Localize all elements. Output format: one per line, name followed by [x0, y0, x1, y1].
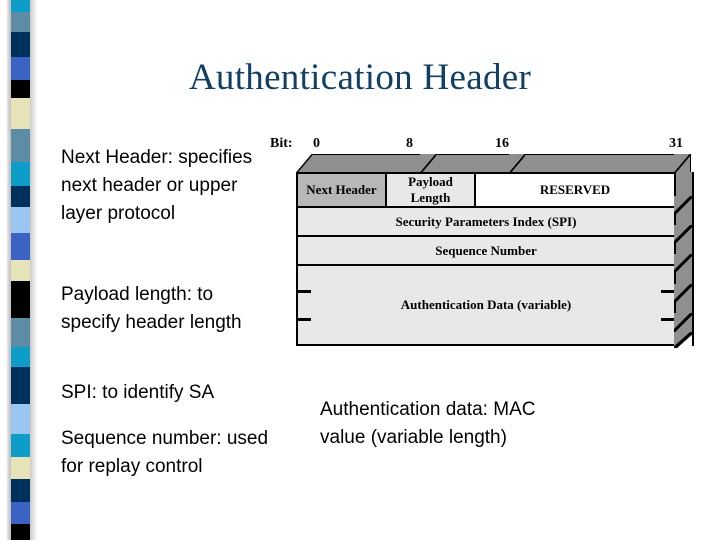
- sidebar-band-4: [11, 79, 30, 99]
- bullet-authentication-data: Authentication data: MAC value (variable…: [320, 399, 536, 448]
- top-bevel-notch-8: [420, 154, 436, 173]
- diagram-front-face: Next Header Payload Length RESERVED Secu…: [296, 172, 676, 346]
- decorative-sidebar-strip: [0, 0, 40, 540]
- bullet-payload-length: Payload length: to specify header length: [61, 284, 242, 333]
- diagram-row-word-2: Security Parameters Index (SPI): [298, 208, 674, 237]
- sidebar-band-19: [11, 479, 30, 503]
- sidebar-band-6: [11, 129, 30, 162]
- bullet-spi: SPI: to identify SA: [61, 382, 215, 403]
- bit-tick-16: 16: [495, 136, 509, 151]
- diagram-top-bevel: [296, 154, 691, 173]
- bit-tick-31: 31: [669, 136, 683, 151]
- sidebar-band-21: [11, 524, 30, 540]
- field-security-parameters-index: Security Parameters Index (SPI): [298, 208, 674, 235]
- side-bevel-notch-3: [674, 254, 692, 272]
- variable-length-tick-right-top: [661, 290, 674, 293]
- sidebar-band-15: [11, 366, 30, 404]
- side-bevel-notch-2: [674, 225, 692, 243]
- sidebar-band-14: [11, 347, 30, 367]
- variable-length-tick-left-top: [298, 290, 311, 293]
- side-bevel-notch-5: [674, 313, 692, 331]
- sidebar-right-shadow: [30, 0, 38, 540]
- top-bevel-slab: [310, 154, 691, 173]
- diagram-row-word-1: Next Header Payload Length RESERVED: [298, 174, 674, 208]
- bit-tick-0: 0: [313, 136, 320, 151]
- variable-length-tick-left-bottom: [298, 318, 311, 321]
- top-bevel-notch-16: [509, 154, 525, 173]
- sidebar-band-18: [11, 456, 30, 480]
- page-title: Authentication Header: [188, 57, 532, 98]
- diagram-row-word-3: Sequence Number: [298, 237, 674, 266]
- top-bevel-left-edge: [296, 154, 312, 173]
- top-bevel-notch-31: [674, 154, 690, 173]
- variable-length-tick-right-bottom: [661, 318, 674, 321]
- diagram-side-bevel: [674, 172, 694, 348]
- sidebar-band-2: [11, 31, 30, 57]
- sidebar-band-7: [11, 161, 30, 186]
- sidebar-band-12: [11, 281, 30, 319]
- bullet-sequence-number: Sequence number: used for replay control: [61, 428, 269, 477]
- sidebar-band-10: [11, 233, 30, 260]
- sidebar-left-shadow: [6, 0, 11, 540]
- sidebar-band-17: [11, 433, 30, 457]
- sidebar-band-8: [11, 185, 30, 207]
- sidebar-band-1: [11, 12, 30, 32]
- field-payload-length: Payload Length: [387, 174, 476, 206]
- sidebar-band-16: [11, 403, 30, 434]
- diagram-row-word-4: Authentication Data (variable): [298, 266, 674, 344]
- bullet-next-header: Next Header: specifies next header or up…: [61, 147, 253, 224]
- sidebar-color-bands: [11, 0, 30, 540]
- sidebar-band-20: [11, 502, 30, 525]
- sidebar-band-5: [11, 98, 30, 130]
- side-bevel-notch-1: [674, 196, 692, 214]
- side-bevel-bottom-edge: [674, 332, 692, 348]
- bit-ruler-caption: Bit:: [270, 136, 293, 151]
- field-next-header: Next Header: [298, 174, 387, 206]
- field-authentication-data: Authentication Data (variable): [298, 266, 674, 344]
- sidebar-band-9: [11, 206, 30, 234]
- field-reserved: RESERVED: [476, 174, 674, 206]
- bit-tick-8: 8: [406, 136, 413, 151]
- sidebar-band-13: [11, 318, 30, 348]
- side-bevel-notch-4: [674, 284, 692, 302]
- authentication-header-diagram: Bit: 0 8 16 31 Next Header Payload Lengt…: [265, 136, 695, 348]
- sidebar-band-0: [11, 0, 30, 13]
- sidebar-band-3: [11, 56, 30, 80]
- field-sequence-number: Sequence Number: [298, 237, 674, 264]
- sidebar-band-11: [11, 259, 30, 282]
